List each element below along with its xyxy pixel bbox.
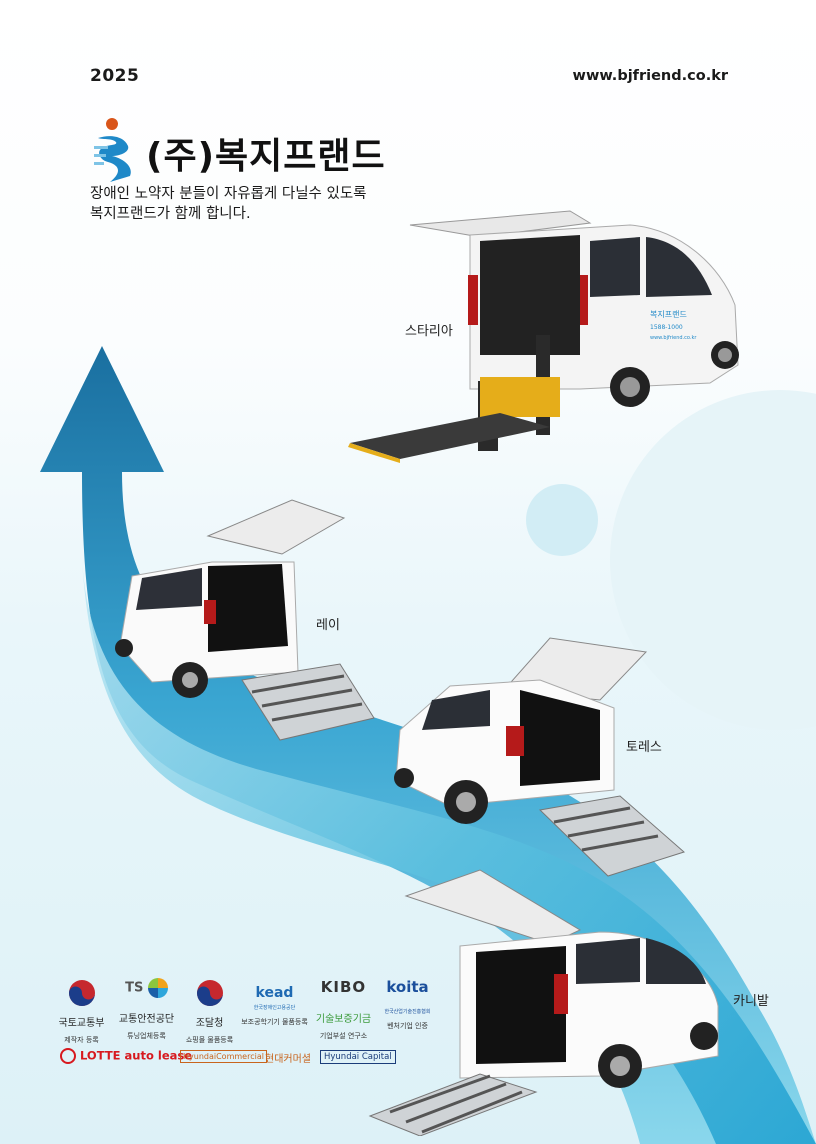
cert-koita-sub: 벤처기업 인증 bbox=[387, 1022, 428, 1030]
cert-kibo-sub: 기업부설 연구소 bbox=[319, 1032, 368, 1040]
van-decal-line1: 복지프랜드 bbox=[650, 309, 687, 319]
company-logo-icon bbox=[94, 118, 131, 182]
cert-molit: 국토교통부 제작자 등록 bbox=[34, 978, 129, 1045]
tagline: 장애인 노약자 분들이 자유롭게 다닐수 있도록 복지프랜드가 함께 합니다. bbox=[90, 184, 367, 224]
cert-pps-name: 조달청 bbox=[195, 1018, 224, 1029]
cert-molit-name: 국토교통부 bbox=[58, 1018, 105, 1029]
cert-kibo-name: 기술보증기금 bbox=[315, 1014, 372, 1025]
company-name: (주)복지프랜드 bbox=[146, 136, 386, 177]
cert-kead-sub: 보조공학기기 물품등록 bbox=[241, 1018, 308, 1026]
ray-car-image bbox=[115, 499, 375, 741]
vehicle-label-torres: 토레스 bbox=[626, 740, 662, 755]
ts-logo-icon: TS bbox=[99, 978, 194, 1008]
tagline-line-1: 장애인 노약자 분들이 자유롭게 다닐수 있도록 bbox=[90, 186, 367, 202]
taegeuk-emblem-icon bbox=[196, 980, 223, 1006]
van-decal-line2: 1588-1000 bbox=[650, 324, 683, 331]
cert-ts-name: 교통안전공단 bbox=[118, 1014, 175, 1025]
carnival-van-image bbox=[368, 869, 719, 1136]
year-label: 2025 bbox=[90, 66, 140, 86]
lotte-icon bbox=[60, 1048, 76, 1064]
kead-logo-icon: kead bbox=[255, 985, 294, 1001]
vehicle-label-ray: 레이 bbox=[316, 618, 340, 633]
cert-koita: koita 한국산업기술진흥협회 벤처기업 인증 bbox=[360, 978, 455, 1031]
cert-kead: kead 한국장애인고용공단 보조공학기기 물품등록 bbox=[227, 978, 322, 1027]
koita-logo-sub: 한국산업기술진흥협회 bbox=[384, 1009, 431, 1015]
van-decal-line3: www.bjfriend.co.kr bbox=[650, 335, 697, 341]
tagline-line-2: 복지프랜드가 함께 합니다. bbox=[90, 206, 251, 222]
hyundai-capital-logo: Hyundai Capital bbox=[320, 1050, 396, 1064]
taegeuk-emblem-icon bbox=[68, 980, 95, 1006]
lotte-auto-lease-logo: LOTTE auto lease bbox=[60, 1048, 192, 1064]
vehicle-label-staria: 스타리아 bbox=[405, 324, 453, 339]
staria-van-image: 복지프랜드 1588-1000 www.bjfriend.co.kr bbox=[348, 210, 739, 463]
cert-molit-sub: 제작자 등록 bbox=[64, 1036, 99, 1044]
cert-pps: 조달청 쇼핑몰 물품등록 bbox=[162, 978, 257, 1045]
cert-ts-sub: 튜닝업체등록 bbox=[127, 1032, 166, 1040]
kead-logo-sub: 한국장애인고용공단 bbox=[253, 1005, 296, 1011]
hyundai-commercial-logo: HyundaiCommercial bbox=[180, 1050, 267, 1063]
cert-pps-sub: 쇼핑몰 물품등록 bbox=[185, 1036, 234, 1044]
cert-ts: TS 교통안전공단 튜닝업체등록 bbox=[99, 978, 194, 1041]
koita-logo-icon: koita bbox=[386, 978, 429, 996]
vehicle-label-carnival: 카니발 bbox=[733, 994, 769, 1009]
cert-kibo: KIBO 기술보증기금 기업부설 연구소 bbox=[296, 978, 391, 1041]
kibo-logo-icon: KIBO bbox=[320, 978, 367, 996]
deco-circle-large bbox=[610, 390, 816, 730]
torres-suv-image bbox=[394, 637, 685, 877]
deco-circle-small bbox=[526, 484, 598, 556]
hyundai-commercial-korean: 현대커머셜 bbox=[265, 1054, 311, 1065]
website-link[interactable]: www.bjfriend.co.kr bbox=[572, 68, 728, 84]
